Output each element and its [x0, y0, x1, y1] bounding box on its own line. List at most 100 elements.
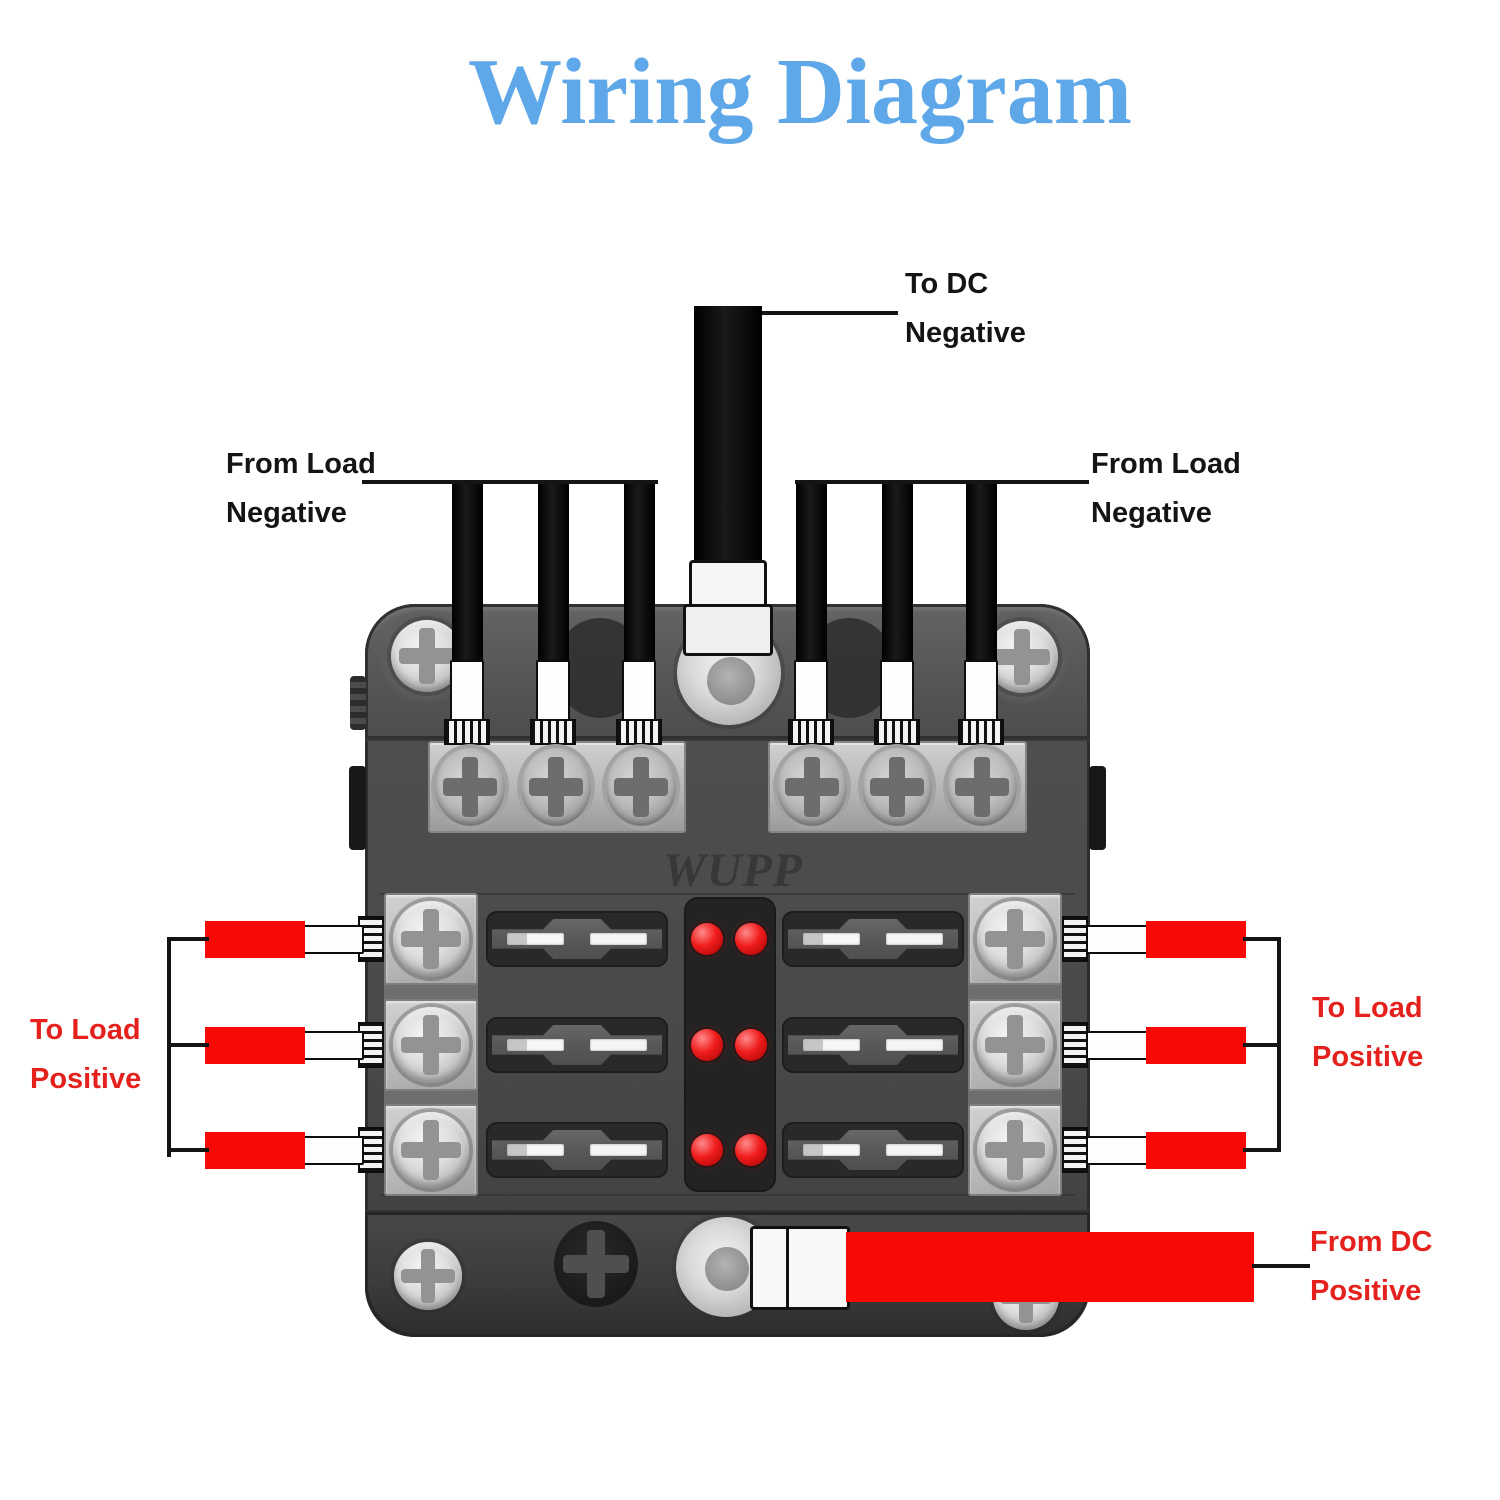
corner-screw-top-right: [986, 621, 1058, 693]
bracket-stub: [167, 1148, 209, 1152]
wire-ferrule: [1086, 1136, 1148, 1165]
label-line: To Load: [1312, 992, 1423, 1024]
label-line: From Load: [1091, 448, 1241, 480]
load-negative-wire: [882, 482, 913, 670]
fuse-blade-window: [886, 933, 943, 945]
label-line: Negative: [1091, 497, 1212, 529]
negative-bus-screw: [554, 1221, 638, 1307]
wire-ferrule: [1086, 1031, 1148, 1060]
bracket-stub: [1243, 937, 1281, 941]
side-terminal-screw: [393, 901, 469, 977]
box-seam: [380, 893, 1075, 895]
label-line: Negative: [226, 497, 347, 529]
negative-wire-sheath: [689, 560, 767, 610]
indicator-led: [735, 1134, 767, 1166]
wire-crimp: [616, 719, 662, 745]
label-line: Negative: [905, 317, 1026, 349]
label-line: Positive: [1310, 1275, 1422, 1307]
box-edge-ridge: [350, 676, 366, 730]
side-terminal-screw: [393, 1007, 469, 1083]
label-to-load-positive-right: To Load Positive: [1312, 984, 1423, 1082]
wire-ferrule: [964, 660, 998, 722]
load-positive-wire: [1146, 1027, 1246, 1064]
label-line: Positive: [30, 1063, 142, 1095]
wire-ferrule: [303, 1136, 364, 1165]
wire-crimp: [874, 719, 920, 745]
fuse-blade-window: [803, 933, 860, 945]
wire-ferrule: [303, 925, 364, 954]
wire-ferrule: [536, 660, 570, 722]
load-negative-wire: [796, 482, 827, 670]
fuse-blade-window: [507, 933, 564, 945]
label-line: From DC: [1310, 1226, 1433, 1258]
fuse-blade-window: [803, 1039, 860, 1051]
box-seam: [380, 1194, 1075, 1196]
fuse-blade-window: [590, 1039, 647, 1051]
fuse-blade-window: [886, 1144, 943, 1156]
terminal-block-screw: [858, 744, 936, 830]
terminal-block-screw: [602, 744, 680, 830]
wire-ferrule: [622, 660, 656, 722]
indicator-led: [691, 923, 723, 955]
corner-screw-bottom-left: [394, 1242, 462, 1310]
label-line: To DC: [905, 268, 989, 300]
load-negative-wire: [538, 482, 569, 670]
pointer-from-dc-positive: [1252, 1264, 1310, 1268]
bracket-stub: [167, 937, 209, 941]
terminal-hole: [705, 1247, 749, 1291]
wire-crimp: [958, 719, 1004, 745]
box-side-tab-right: [1089, 766, 1106, 850]
wire-ferrule: [303, 1031, 364, 1060]
label-line: Positive: [1312, 1041, 1424, 1073]
indicator-led: [691, 1029, 723, 1061]
terminal-hole: [707, 657, 755, 705]
bracket-stub: [1243, 1043, 1281, 1047]
terminal-block-screw: [773, 744, 851, 830]
side-terminal-screw: [977, 1007, 1053, 1083]
wire-crimp: [444, 719, 490, 745]
load-positive-wire: [1146, 921, 1246, 958]
label-to-dc-negative: To DC Negative: [905, 260, 1026, 358]
fuse-blade-window: [590, 933, 647, 945]
fuse-blade-window: [507, 1144, 564, 1156]
lug-seam: [786, 1226, 789, 1310]
wire-crimp: [1062, 1022, 1088, 1068]
label-from-dc-positive: From DC Positive: [1310, 1218, 1432, 1316]
pointer-from-load-negative-left: [362, 480, 658, 484]
indicator-led: [735, 923, 767, 955]
load-negative-wire: [452, 482, 483, 670]
dc-positive-wire: [846, 1232, 1254, 1302]
label-from-load-negative-right: From Load Negative: [1091, 440, 1241, 538]
fuse-blade-window: [507, 1039, 564, 1051]
bracket-line-left: [167, 937, 171, 1157]
wire-crimp: [1062, 1127, 1088, 1173]
side-terminal-screw: [977, 1112, 1053, 1188]
side-terminal-screw: [393, 1112, 469, 1188]
dc-negative-wire: [694, 306, 762, 568]
positive-wire-lug: [750, 1226, 850, 1310]
terminal-block-screw: [517, 744, 595, 830]
indicator-led: [691, 1134, 723, 1166]
corner-screw-top-left: [391, 620, 463, 692]
label-line: From Load: [226, 448, 376, 480]
load-positive-wire: [205, 921, 305, 958]
fuse-blade-window: [590, 1144, 647, 1156]
load-negative-wire: [624, 482, 655, 670]
wire-ferrule: [880, 660, 914, 722]
wire-crimp: [530, 719, 576, 745]
indicator-led: [735, 1029, 767, 1061]
load-positive-wire: [205, 1027, 305, 1064]
load-positive-wire: [1146, 1132, 1246, 1169]
wire-crimp: [788, 719, 834, 745]
side-terminal-screw: [977, 901, 1053, 977]
wire-ferrule: [1086, 925, 1148, 954]
pointer-to-dc-negative: [762, 311, 898, 315]
terminal-block-screw: [431, 744, 509, 830]
wire-ferrule: [450, 660, 484, 722]
pointer-from-load-negative-right: [795, 480, 1089, 484]
terminal-block-screw: [943, 744, 1021, 830]
wire-ferrule: [794, 660, 828, 722]
box-side-tab-left: [349, 766, 366, 850]
page-title: Wiring Diagram: [467, 40, 1133, 144]
